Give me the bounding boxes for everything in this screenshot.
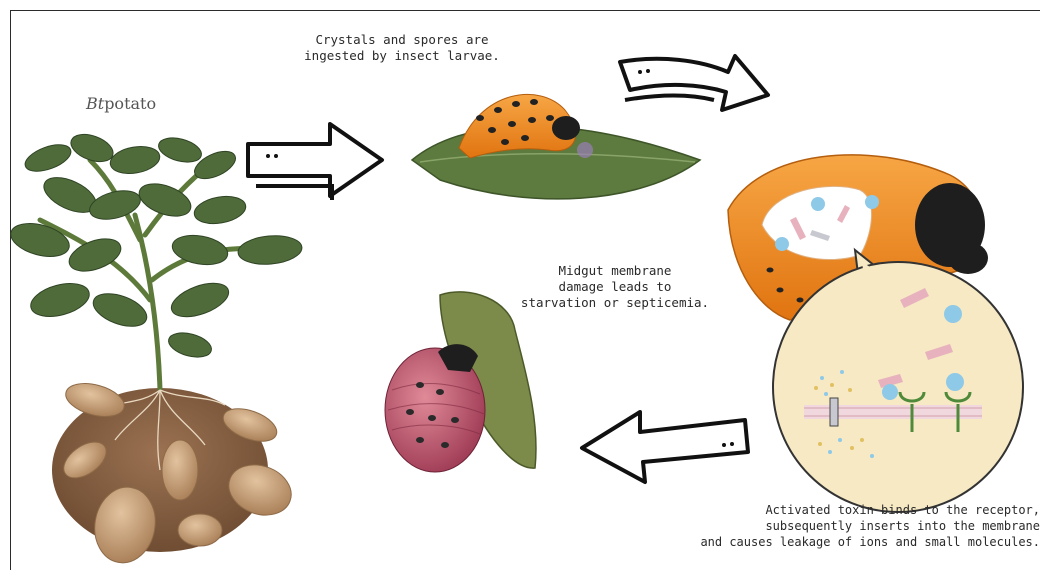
- potato-text: potato: [104, 94, 156, 113]
- bt-italic-text: Bt: [86, 94, 104, 113]
- arrow-curved-down-icon: [620, 56, 768, 110]
- arrow-right-icon: [248, 124, 382, 200]
- bt-potato-label: Btpotato: [86, 94, 156, 113]
- caption-midgut: Midgut membrane damage leads to starvati…: [495, 263, 735, 311]
- dying-larva: [385, 292, 536, 472]
- larva-on-leaf: [412, 94, 700, 199]
- arrow-left-icon: [582, 412, 748, 482]
- caption-ingested: Crystals and spores are ingested by inse…: [262, 32, 542, 64]
- caption-toxin: Activated toxin binds to the receptor, s…: [600, 502, 1040, 550]
- bt-potato-plant: [7, 129, 303, 567]
